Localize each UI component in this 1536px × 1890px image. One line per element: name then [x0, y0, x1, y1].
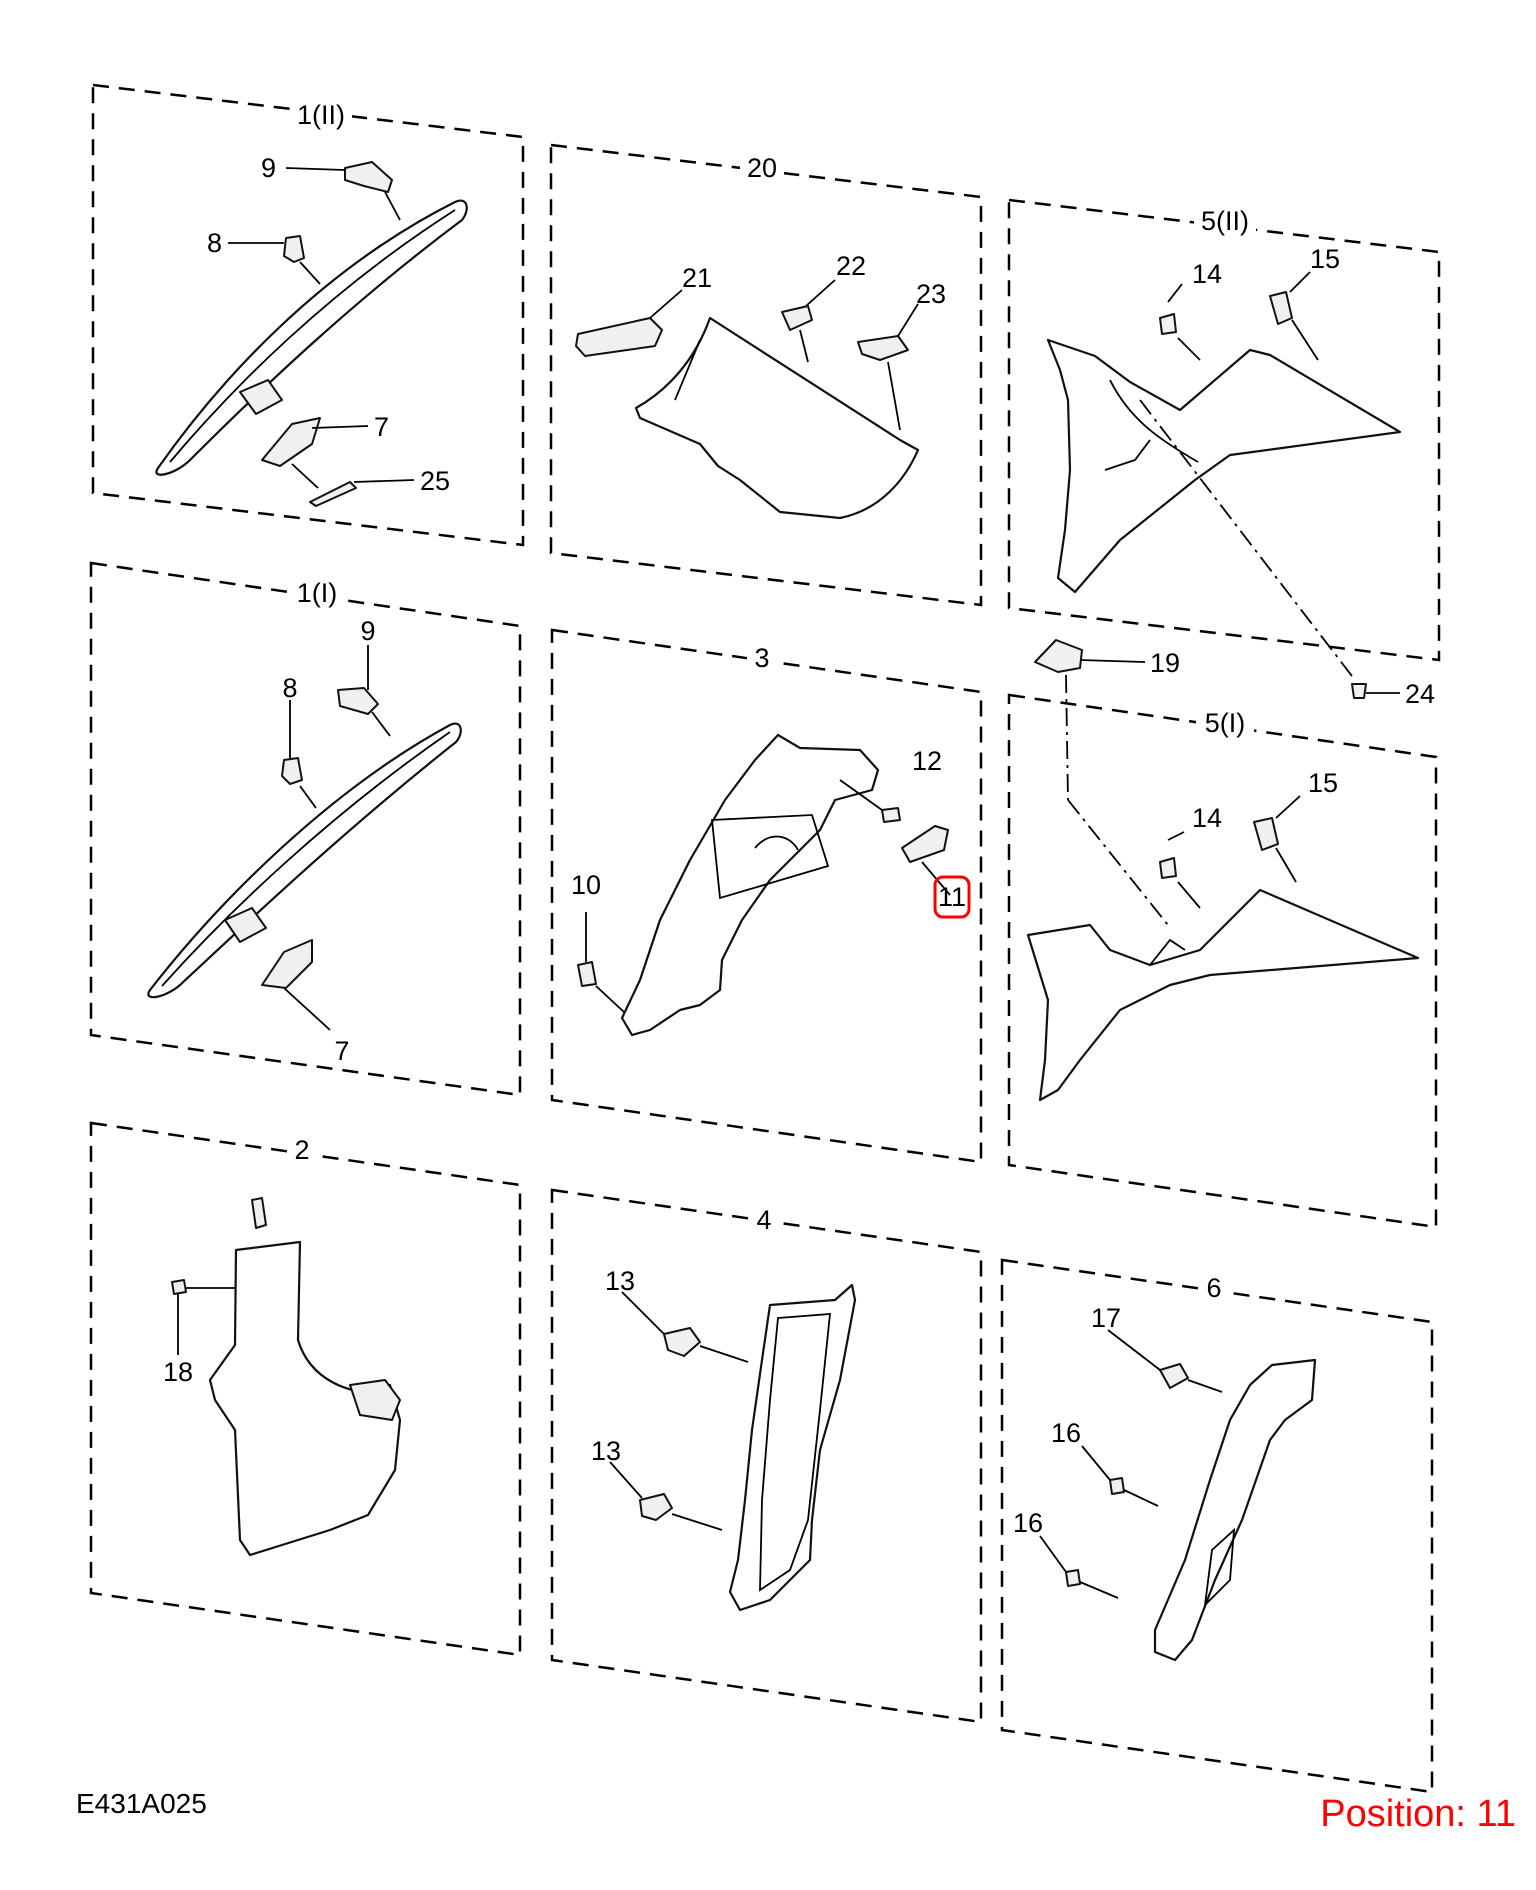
- group-label-4: 4: [756, 1205, 771, 1235]
- callout-24: 24: [1405, 679, 1435, 709]
- c-pillar-trim-upper: [1046, 338, 1402, 594]
- b-pillar-trim-lower: [620, 733, 880, 1037]
- a-pillar-trim-lower: [147, 722, 462, 999]
- clip-14a: 14: [1159, 259, 1222, 361]
- clip-23: 23: [857, 279, 946, 431]
- callout-9b: 9: [360, 616, 375, 646]
- callout-10: 10: [571, 870, 601, 900]
- callout-15a: 15: [1310, 244, 1340, 274]
- clip-15a: 15: [1269, 244, 1340, 361]
- highlight-box: [933, 875, 971, 919]
- callout-11: 11: [938, 882, 966, 912]
- callout-21: 21: [682, 263, 712, 293]
- group-frame-20: 20: [549, 143, 983, 607]
- clip-14b: 14: [1159, 803, 1222, 909]
- clip-16b: 16: [1013, 1508, 1119, 1599]
- a-pillar-trim-upper: [155, 199, 468, 476]
- callout-14a: 14: [1192, 259, 1222, 289]
- clip-13b: 13: [591, 1436, 723, 1531]
- group-frame-6: 6: [1000, 1258, 1434, 1794]
- c-pillar-trim-6: [1153, 1358, 1317, 1662]
- group-label-6: 6: [1206, 1273, 1221, 1303]
- callout-7b: 7: [334, 1036, 349, 1066]
- clip-22: 22: [781, 251, 866, 363]
- callout-18: 18: [163, 1357, 193, 1387]
- callout-22: 22: [836, 251, 866, 281]
- clip-8b: 8: [281, 673, 317, 809]
- clip-8a: 8: [207, 228, 321, 285]
- clip-9a: 9: [261, 153, 401, 221]
- group-frame-3: 3: [550, 628, 983, 1164]
- kick-panel-2: [208, 1197, 402, 1557]
- trim-strip-25: 25: [309, 466, 450, 507]
- clip-9b: 9: [337, 616, 391, 737]
- callout-16a: 16: [1051, 1418, 1081, 1448]
- group-label-20: 20: [747, 153, 777, 183]
- retainer-19: 19: [1034, 639, 1180, 926]
- callout-13a: 13: [605, 1266, 635, 1296]
- group-frame-5-II: 5(II): [1007, 198, 1441, 662]
- group-label-2: 2: [294, 1135, 309, 1165]
- group-frame-4: 4: [550, 1188, 983, 1724]
- group-label-5-II: 5(II): [1201, 206, 1249, 236]
- callout-25: 25: [420, 466, 450, 496]
- callout-13b: 13: [591, 1436, 621, 1466]
- clip-17: 17: [1091, 1303, 1223, 1393]
- callout-17: 17: [1091, 1303, 1121, 1333]
- group-frame-5-I: 5(I): [1007, 693, 1438, 1229]
- callout-23: 23: [916, 279, 946, 309]
- panel-20: [634, 316, 920, 520]
- clip-18: 18: [163, 1279, 236, 1387]
- group-frame-2: 2: [89, 1121, 522, 1657]
- diagram-code: E431A025: [76, 1788, 207, 1819]
- grab-handle-cover-7b: 7: [261, 939, 350, 1066]
- stud-12: 12: [839, 746, 942, 823]
- callout-14b: 14: [1192, 803, 1222, 833]
- position-label: Position: 11: [1320, 1793, 1516, 1835]
- callout-9a: 9: [261, 153, 276, 183]
- callout-16b: 16: [1013, 1508, 1043, 1538]
- callout-15b: 15: [1308, 768, 1338, 798]
- clip-10: 10: [571, 870, 625, 1013]
- callout-8b: 8: [282, 673, 297, 703]
- b-pillar-trim-upper: [728, 1283, 857, 1612]
- clip-13a: 13: [605, 1266, 749, 1363]
- cap-11[interactable]: 11: [901, 825, 971, 919]
- group-label-1-I: 1(I): [297, 578, 338, 608]
- callout-19: 19: [1150, 648, 1180, 678]
- callout-12: 12: [912, 746, 942, 776]
- clip-16a: 16: [1051, 1418, 1159, 1507]
- group-label-1-II: 1(II): [297, 100, 345, 130]
- screw-24: 24: [1351, 679, 1435, 709]
- bracket-21: 21: [575, 263, 712, 357]
- grab-handle-cover-7a: 7: [261, 412, 389, 489]
- c-pillar-trim-lower: [1026, 888, 1420, 1102]
- callout-8a: 8: [207, 228, 222, 258]
- group-label-3: 3: [754, 643, 769, 673]
- clip-15b: 15: [1253, 768, 1338, 883]
- group-frame-1-I: 1(I): [89, 561, 522, 1097]
- group-frame-1-II: 1(II): [91, 83, 525, 547]
- callout-7a: 7: [374, 412, 389, 442]
- group-label-5-I: 5(I): [1205, 708, 1246, 738]
